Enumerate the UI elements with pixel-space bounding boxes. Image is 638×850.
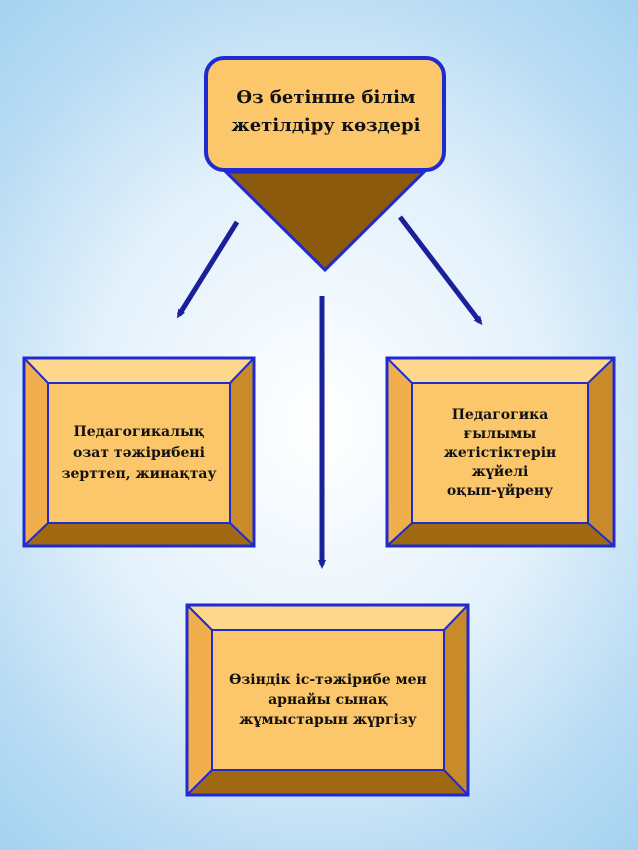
arrow-to-right-box — [398, 215, 483, 326]
left-box — [22, 356, 256, 548]
top-box-line-2: жетілдіру көздері — [231, 115, 421, 136]
right-box-line-5: оқып-үйрену — [446, 482, 554, 499]
arrow-to-left-box — [176, 220, 240, 319]
bottom-box — [185, 603, 470, 797]
right-box-line-1: Педагогика — [451, 406, 549, 423]
right-box-label: Педагогика ғылымы жетістіктерін жүйелі о… — [412, 383, 588, 523]
left-box-line-2: озат тәжірибені — [73, 444, 205, 461]
left-box-line-3: зерттеп, жинақтау — [61, 465, 217, 482]
right-box-line-2: ғылымы — [463, 425, 537, 442]
bottom-box-line-2: арнайы сынақ — [268, 692, 388, 708]
top-box-label: Өз бетінше білім жетілдіру көздері — [212, 62, 440, 162]
right-box — [385, 356, 616, 548]
bottom-box-line-1: Өзіндік іс-тәжірибе мен — [229, 672, 427, 688]
right-box-line-4: жүйелі — [471, 463, 529, 480]
top-box-line-1: Өз бетінше білім — [236, 87, 416, 108]
funnel-triangle — [222, 170, 428, 273]
left-box-label: Педагогикалық озат тәжірибені зерттеп, ж… — [48, 383, 230, 523]
bottom-box-line-3: жұмыстарын жүргізу — [239, 712, 417, 728]
bottom-box-label: Өзіндік іс-тәжірибе мен арнайы сынақ жұм… — [212, 630, 444, 770]
right-box-line-3: жетістіктерін — [443, 444, 557, 461]
top-box — [204, 56, 446, 172]
left-box-line-1: Педагогикалық — [73, 423, 205, 440]
